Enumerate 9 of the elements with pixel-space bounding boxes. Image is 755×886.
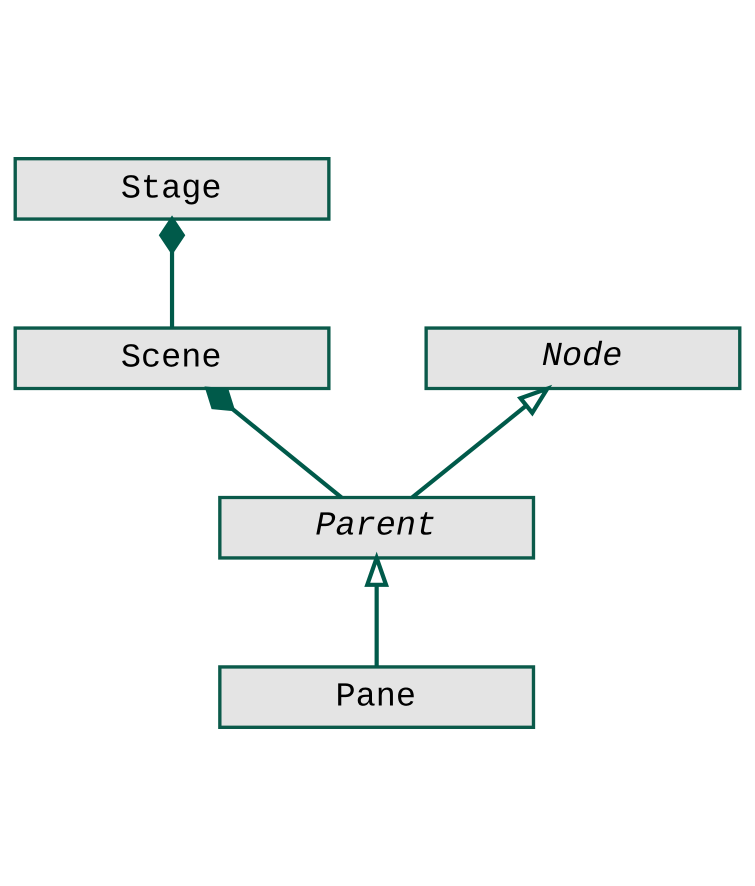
arrow [364,552,390,666]
node-box: Scene [14,326,331,390]
node-box: Node [424,326,742,390]
node-box: Parent [218,496,536,560]
connector [158,215,186,328]
node-box: Pane [218,665,536,729]
arrow [410,384,552,500]
node-box: Stage [14,157,331,221]
connector [204,386,343,500]
